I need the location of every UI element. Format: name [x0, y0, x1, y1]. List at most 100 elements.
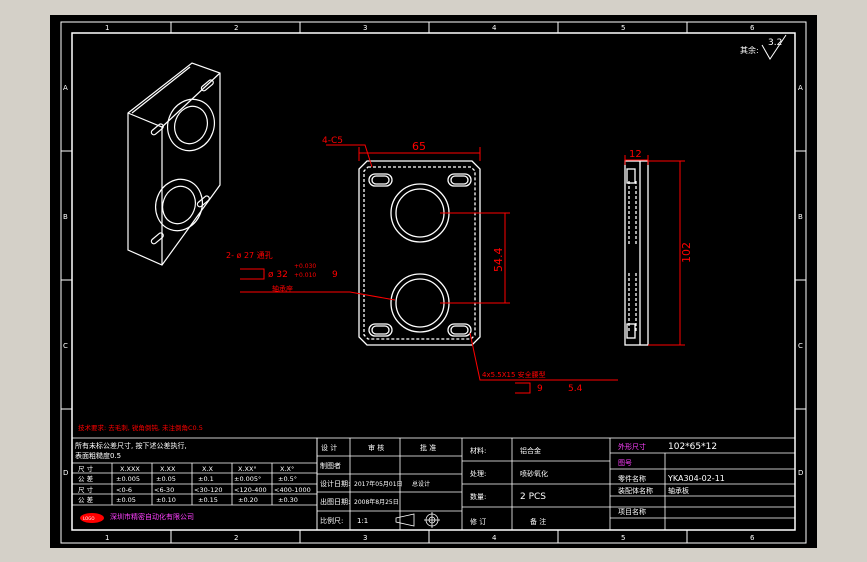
front-view — [358, 160, 481, 346]
drawn-date: 2017年05月01日 — [354, 480, 403, 488]
roughness-label: 其余: — [740, 45, 759, 55]
tol-table-grid — [71, 437, 318, 531]
side-view — [624, 160, 649, 346]
design-label: 设 计 — [321, 443, 337, 452]
inner-frame — [71, 32, 796, 531]
spec-label: 外形尺寸 — [618, 442, 646, 451]
drawn-label: 制图者 — [320, 461, 341, 470]
qty-label: 数量: — [470, 492, 486, 501]
note-label: 备 注 — [530, 517, 546, 526]
thickness-label: 12 — [629, 149, 642, 160]
zone-labels: 1 2 3 4 5 6 1 2 3 4 5 6 A B C D A B C D — [63, 24, 803, 542]
hole-note: 轴承座 — [272, 284, 293, 293]
approve-label: 批 准 — [420, 443, 436, 452]
isometric-view — [127, 62, 221, 266]
zone-top-2: 2 — [234, 24, 238, 32]
drawing-no-label: 图号 — [618, 459, 632, 467]
tol-cell-2-2: ±0.10 — [156, 496, 176, 504]
zone-bottom-5: 5 — [621, 534, 625, 542]
zone-top-1: 1 — [105, 24, 109, 32]
material-label: 材料: — [470, 446, 486, 455]
zone-right-b: B — [798, 213, 803, 221]
zone-bottom-1: 1 — [105, 534, 109, 542]
zone-left-b: B — [63, 213, 68, 221]
tol-cell-1-5: <400-1000 — [274, 486, 311, 494]
zone-bottom-4: 4 — [492, 534, 497, 542]
slot-depth-a: 9 — [537, 384, 543, 394]
tol-cell-2-5: ±0.30 — [278, 496, 298, 504]
tol-cell-1-1: <0-6 — [116, 486, 132, 494]
dimensions — [240, 144, 685, 394]
height-label: 102 — [680, 242, 693, 263]
designer: 总设计 — [412, 480, 430, 488]
company-logo-text: LOGO — [83, 516, 94, 521]
projection-symbol-icon — [395, 512, 440, 528]
drawing-canvas[interactable]: 1 2 3 4 5 6 1 2 3 4 5 6 A B C D A B C D — [50, 15, 817, 548]
title-block-text: 设 计 审 核 批 准 制图者 设计日期: 2017年05月01日 总设计 出图… — [320, 442, 725, 526]
tol-cell-0-1: ±0.005 — [116, 475, 140, 483]
tol-header-0: 尺 寸 — [78, 464, 94, 473]
slot-depth-b: 5.4 — [568, 384, 583, 394]
hole-tol-lower: +0.010 — [294, 272, 316, 279]
zone-top-4: 4 — [492, 24, 497, 32]
tol-line-1: 所有未标公差尺寸, 按下述公差执行, — [75, 441, 187, 450]
zone-left-a: A — [63, 84, 68, 92]
zone-left-c: C — [63, 342, 68, 350]
zone-top-5: 5 — [621, 24, 625, 32]
assy-label: 装配体名称 — [618, 486, 653, 495]
hole-depth: 9 — [332, 270, 338, 280]
tol-cell-0-4: ±0.005° — [234, 475, 261, 483]
scale-value: 1:1 — [357, 517, 368, 525]
tol-cell-1-4: <120-400 — [234, 486, 267, 494]
tol-cell-0-3: ±0.1 — [198, 475, 214, 483]
tol-cell-2-4: ±0.20 — [238, 496, 258, 504]
roughness-symbol: 其余: 3.2 — [740, 34, 787, 60]
tech-note: 技术要求: 去毛刺, 锐角倒钝, 未注倒角C0.5 — [78, 423, 203, 432]
tol-cell-1-2: <6-30 — [154, 486, 174, 494]
part-value: 轴承板 — [668, 486, 689, 495]
check-date-label: 出图日期: — [320, 497, 350, 506]
zone-right-d: D — [798, 469, 803, 477]
tol-header-5: X.X° — [280, 465, 294, 473]
hole-spacing-label: 54.4 — [492, 248, 505, 273]
tol-cell-0-0: 公 差 — [78, 474, 94, 483]
dim-labels: 4-C5 65 54.4 12 102 2- ø 27 通孔 ø 32 +0.0… — [226, 136, 693, 394]
spec-value: 102*65*12 — [668, 442, 717, 452]
outer-border — [60, 21, 807, 544]
hole-tol-upper: +0.030 — [294, 263, 316, 270]
cad-svg: 1 2 3 4 5 6 1 2 3 4 5 6 A B C D A B C D — [60, 21, 807, 544]
zone-top-3: 3 — [363, 24, 367, 32]
drawing-no-value: YKA304-02-11 — [667, 474, 725, 483]
revise-label: 修 订 — [470, 517, 486, 526]
chamfer-label: 4-C5 — [322, 136, 343, 146]
tol-header-1: X.XXX — [120, 465, 140, 473]
material-value: 铝合金 — [520, 446, 541, 455]
zone-ticks — [61, 22, 806, 543]
tol-header-4: X.XX° — [238, 465, 257, 473]
tol-cell-1-0: 尺 寸 — [78, 485, 94, 494]
tol-cell-0-5: ±0.5° — [278, 475, 297, 483]
zone-right-a: A — [798, 84, 803, 92]
hole-callout-1: 2- ø 27 通孔 — [226, 250, 273, 260]
tol-cell-2-3: ±0.15 — [198, 496, 218, 504]
review-label: 审 核 — [368, 443, 384, 452]
drawn-date-label: 设计日期: — [320, 479, 350, 488]
tol-cell-2-1: ±0.05 — [116, 496, 136, 504]
tol-header-2: X.XX — [160, 465, 176, 473]
company-logo — [80, 513, 104, 523]
scale-label: 比例尺: — [320, 516, 343, 525]
tol-cell-1-3: <30-120 — [194, 486, 222, 494]
title-block-grid — [316, 437, 796, 531]
proj-label: 项目名称 — [618, 507, 646, 516]
slot-callout: 4x5.5X15 安全腰型 — [482, 370, 546, 379]
tol-cell-2-0: 公 差 — [78, 495, 94, 504]
tol-cell-0-2: ±0.05 — [156, 475, 176, 483]
zone-bottom-3: 3 — [363, 534, 367, 542]
qty-value: 2 PCS — [520, 492, 546, 502]
tol-table: 所有未标公差尺寸, 按下述公差执行, 表面粗糙度0.5 尺 寸 X.XXX X.… — [75, 441, 311, 504]
surface-value: 喷砂氧化 — [520, 469, 548, 478]
zone-top-6: 6 — [750, 24, 755, 32]
tol-line-2: 表面粗糙度0.5 — [75, 451, 121, 460]
width-label: 65 — [412, 140, 426, 153]
part-label: 零件名称 — [618, 474, 646, 483]
